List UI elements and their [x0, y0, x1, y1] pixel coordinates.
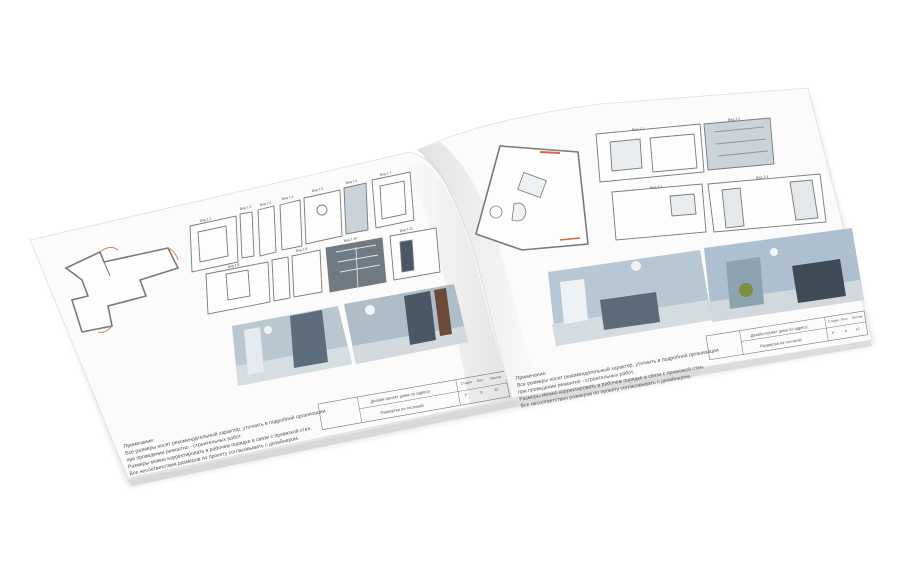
view-label-1-5: Вид 1.5 — [311, 187, 323, 193]
right-stamp-subtitle: Развертки по гостиной — [760, 337, 802, 348]
left-stamp-cell-0: Стадия — [460, 380, 472, 386]
right-floor-plan — [475, 145, 589, 251]
right-stamp-cell-2: Листов — [852, 314, 863, 320]
view-label-1-6: Вид 1.6 — [345, 179, 357, 185]
view-label-1-7: Вид 1.7 — [379, 171, 391, 177]
right-stamp-cell-0: Стадия — [828, 318, 840, 324]
right-render-2 — [704, 228, 864, 322]
view-label-1-2: Вид 1.2 — [239, 205, 251, 211]
view-label-1-1: Вид 1.1 — [199, 217, 211, 223]
view-label-2-2: Вид 2.2 — [728, 117, 741, 122]
view-label-2-3: Вид 2.3 — [650, 185, 663, 190]
view-label-1-8: Вид 1.8 — [227, 263, 239, 269]
left-floor-plan — [64, 247, 180, 333]
right-elevations — [595, 117, 827, 241]
left-gutter-shade — [400, 160, 512, 405]
window-mark — [539, 151, 561, 154]
view-label-1-3: Вид 1.3 — [259, 201, 271, 207]
view-label-1-9: Вид 1.9 — [295, 247, 307, 253]
door-swing-3 — [167, 247, 179, 261]
left-stamp-cell-2: Листов — [490, 375, 502, 381]
left-elevations-row2 — [205, 227, 441, 315]
view-label-1-4: Вид 1.4 — [281, 195, 293, 201]
left-elevations-row1 — [189, 171, 415, 273]
right-stamp-cell-1: Лист — [841, 317, 849, 322]
view-label-1-10: Вид 1.10 — [343, 236, 357, 243]
right-view-labels: Вид 2.1 Вид 2.2 Вид 2.3 Вид 2.4 — [632, 117, 769, 190]
right-stamp-cell-3: Р — [832, 331, 836, 335]
page-stack-edge-right — [512, 340, 872, 406]
right-gutter-shade — [418, 142, 540, 398]
left-stamp-cell-1: Лист — [476, 378, 484, 383]
right-note-0: Примечание: — [515, 371, 547, 382]
left-stamp-cell-3: Р — [464, 393, 468, 397]
view-label-1-11: Вид 1.11 — [399, 226, 413, 233]
view-label-2-1: Вид 2.1 — [632, 127, 645, 132]
left-render-2 — [344, 284, 468, 364]
page-stack-edge — [128, 400, 520, 486]
right-stamp-cell-5: 12 — [856, 327, 860, 332]
door-swing-2 — [97, 325, 113, 333]
right-render-1 — [548, 250, 712, 346]
left-view-labels: Вид 1.1 Вид 1.2 Вид 1.3 Вид 1.4 Вид 1.5 … — [199, 171, 413, 269]
left-page: Примечание: Все размеры носят рекомендат… — [29, 151, 513, 479]
left-render-1 — [232, 306, 352, 386]
door-swing-1 — [99, 247, 119, 253]
left-stamp-cell-4: 8 — [480, 390, 483, 394]
left-stamp-cell-5: 12 — [494, 388, 499, 393]
view-label-2-4: Вид 2.4 — [756, 175, 769, 180]
right-page: Примечание: Все размеры носят рекомендат… — [417, 87, 873, 410]
right-stamp-cell-4: 9 — [845, 329, 848, 333]
